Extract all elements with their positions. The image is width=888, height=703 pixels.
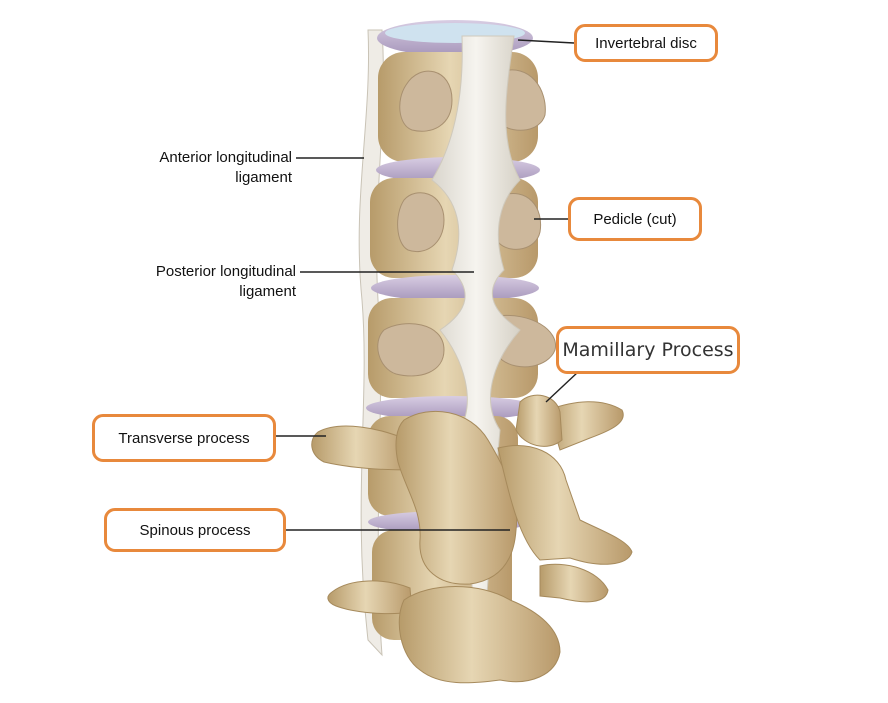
label-posterior-longitudinal-ligament: Posterior longitudinal ligament bbox=[100, 262, 296, 302]
posterior-arches bbox=[311, 394, 633, 684]
callout-spinous-process: Spinous process bbox=[104, 508, 286, 552]
callout-mamillary-process: Mamillary Process bbox=[556, 326, 740, 374]
leader-mamillary-process bbox=[545, 371, 579, 403]
posterior-ligament-line2: ligament bbox=[239, 283, 296, 300]
posterior-ligament-line1: Posterior longitudinal bbox=[155, 263, 296, 280]
label-mamillary-process: Mamillary Process bbox=[562, 339, 734, 361]
pedicle-cut-surfaces bbox=[377, 69, 556, 377]
callout-transverse-process: Transverse process bbox=[92, 414, 276, 462]
callout-invertebral-disc: Invertebral disc bbox=[574, 24, 718, 62]
label-invertebral-disc: Invertebral disc bbox=[595, 34, 697, 52]
anterior-ligament-line2: ligament bbox=[235, 169, 292, 186]
leader-invertebral-disc bbox=[517, 39, 575, 44]
label-spinous-process: Spinous process bbox=[139, 521, 251, 539]
label-transverse-process: Transverse process bbox=[118, 429, 250, 447]
anterior-ligament-line1: Anterior longitudinal bbox=[159, 149, 292, 166]
leader-lines bbox=[274, 39, 579, 531]
label-anterior-longitudinal-ligament: Anterior longitudinal ligament bbox=[110, 148, 292, 188]
callout-pedicle-cut: Pedicle (cut) bbox=[568, 197, 702, 241]
label-pedicle-cut: Pedicle (cut) bbox=[593, 210, 677, 228]
